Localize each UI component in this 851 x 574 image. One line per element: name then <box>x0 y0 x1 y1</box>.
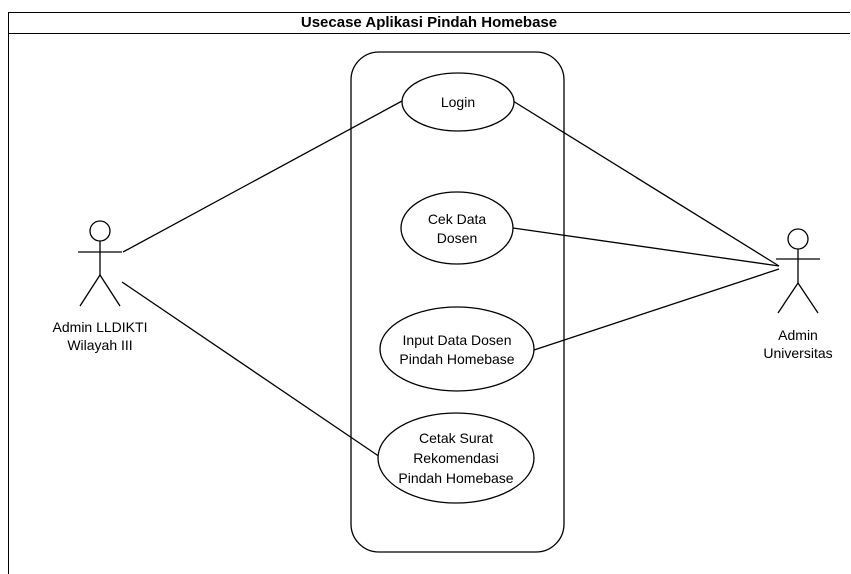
actor-admin-lldikti-right-leg <box>99 274 121 307</box>
diagram-title: Usecase Aplikasi Pindah Homebase <box>300 14 558 31</box>
usecase-cek-data-dosen-label-2: Dosen <box>437 230 477 246</box>
association-admin-universitas-input-data-dosen <box>533 268 780 351</box>
usecase-cetak-surat[interactable]: Cetak Surat Rekomendasi Pindah Homebase <box>377 412 535 504</box>
usecase-login-ellipse[interactable] <box>401 72 515 132</box>
actor-admin-universitas-right-leg <box>797 282 819 314</box>
actor-admin-lldikti-label-2: Wilayah III <box>67 337 132 353</box>
actor-admin-universitas-label-2: Universitas <box>763 345 832 361</box>
associations <box>121 100 780 458</box>
usecase-cek-data-dosen[interactable]: Cek Data Dosen <box>400 191 514 265</box>
usecase-input-data-dosen[interactable]: Input Data Dosen Pindah Homebase <box>379 306 535 392</box>
usecase-cetak-surat-label-2: Rekomendasi <box>413 450 499 466</box>
actor-admin-lldikti[interactable] <box>78 220 122 307</box>
actor-admin-universitas-head <box>787 228 809 250</box>
usecase-input-data-dosen-label-2: Pindah Homebase <box>399 351 514 367</box>
frame-left-border <box>8 12 9 574</box>
association-admin-lldikti-login <box>122 100 403 253</box>
usecase-cek-data-dosen-ellipse[interactable] <box>400 191 514 265</box>
usecase-cetak-surat-label-1: Cetak Surat <box>419 430 493 446</box>
usecase-input-data-dosen-label-1: Input Data Dosen <box>403 332 512 348</box>
usecase-input-data-dosen-ellipse[interactable] <box>379 306 535 392</box>
association-admin-universitas-cek-data-dosen <box>512 227 780 267</box>
usecase-cetak-surat-label-3: Pindah Homebase <box>398 470 513 486</box>
association-admin-universitas-login <box>512 100 780 267</box>
actor-admin-universitas-label-1: Admin <box>778 327 818 343</box>
actor-admin-universitas-left-leg <box>777 282 799 314</box>
usecase-login[interactable]: Login <box>401 72 515 132</box>
usecase-login-label-1: Login <box>441 94 475 110</box>
actor-admin-universitas[interactable] <box>776 228 820 314</box>
usecase-cetak-surat-ellipse[interactable] <box>377 412 535 504</box>
actor-admin-lldikti-left-leg <box>79 274 101 307</box>
actor-admin-lldikti-head <box>89 220 111 242</box>
usecase-cek-data-dosen-label-1: Cek Data <box>428 211 487 227</box>
title-band <box>8 12 850 34</box>
system-boundary <box>350 51 565 553</box>
association-admin-lldikti-cetak-surat <box>121 281 381 458</box>
actor-admin-lldikti-label-1: Admin LLDIKTI <box>53 319 148 335</box>
